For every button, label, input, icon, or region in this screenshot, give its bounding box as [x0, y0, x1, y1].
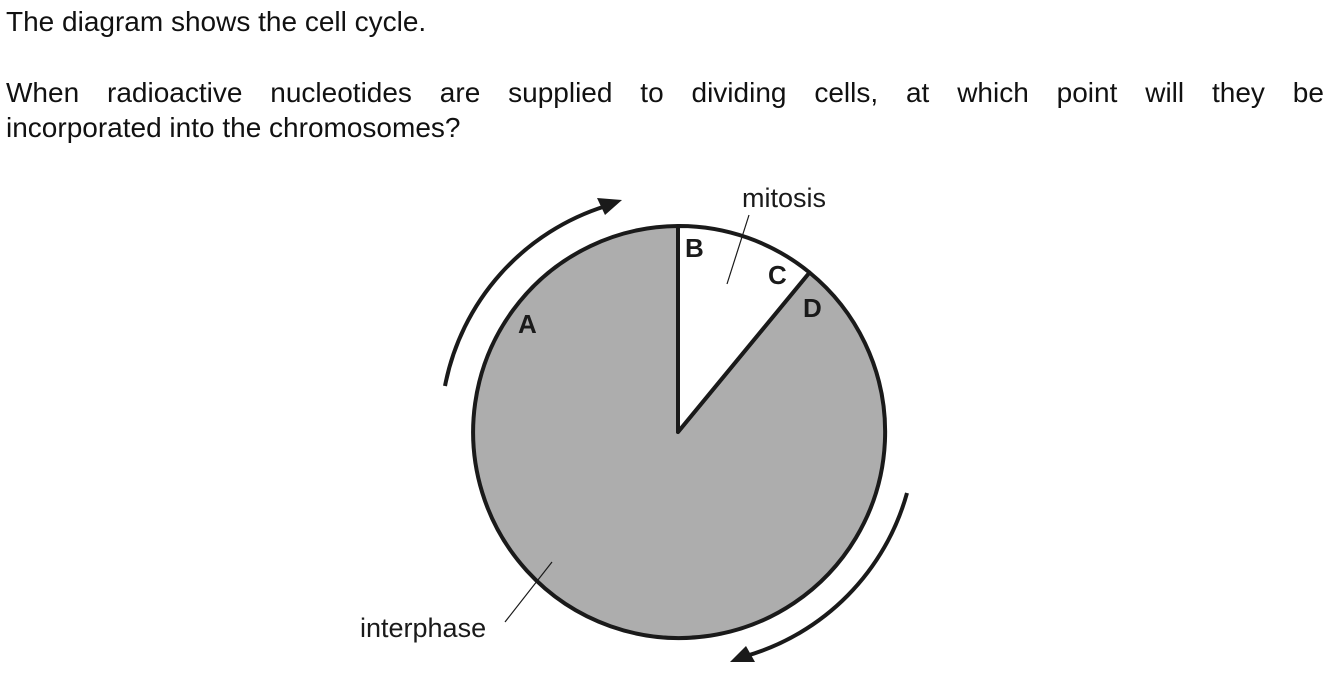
question-word: radioactive — [107, 77, 243, 108]
question-line-2: incorporated into the chromosomes? — [6, 112, 461, 143]
mitosis-label: mitosis — [742, 183, 826, 213]
question-word: be — [1292, 77, 1324, 108]
question-word: at — [905, 77, 930, 108]
point-label-b: B — [685, 233, 704, 263]
question-intro: The diagram shows the cell cycle. — [6, 6, 427, 37]
question-word: dividing — [691, 77, 787, 108]
point-label-a: A — [518, 309, 537, 339]
question-word: nucleotides — [270, 77, 412, 108]
mitosis-leader-line — [726, 214, 750, 285]
mitosis-sector — [676, 223, 812, 434]
question-word: which — [957, 77, 1029, 108]
cycle-direction-arrow-bottom — [730, 492, 909, 662]
question-word: point — [1056, 77, 1118, 108]
question-word: they — [1211, 77, 1265, 108]
question-word: are — [439, 77, 481, 108]
interphase-leader-line — [504, 561, 553, 623]
question-word: When — [6, 77, 80, 108]
interphase-label: interphase — [360, 613, 486, 643]
point-label-d: D — [803, 293, 822, 323]
question-word: supplied — [508, 77, 613, 108]
point-label-c: C — [768, 260, 787, 290]
question-word: will — [1145, 77, 1185, 108]
question-word: cells, — [814, 77, 879, 108]
cycle-direction-arrow-top — [443, 198, 622, 387]
question-word: to — [640, 77, 664, 108]
